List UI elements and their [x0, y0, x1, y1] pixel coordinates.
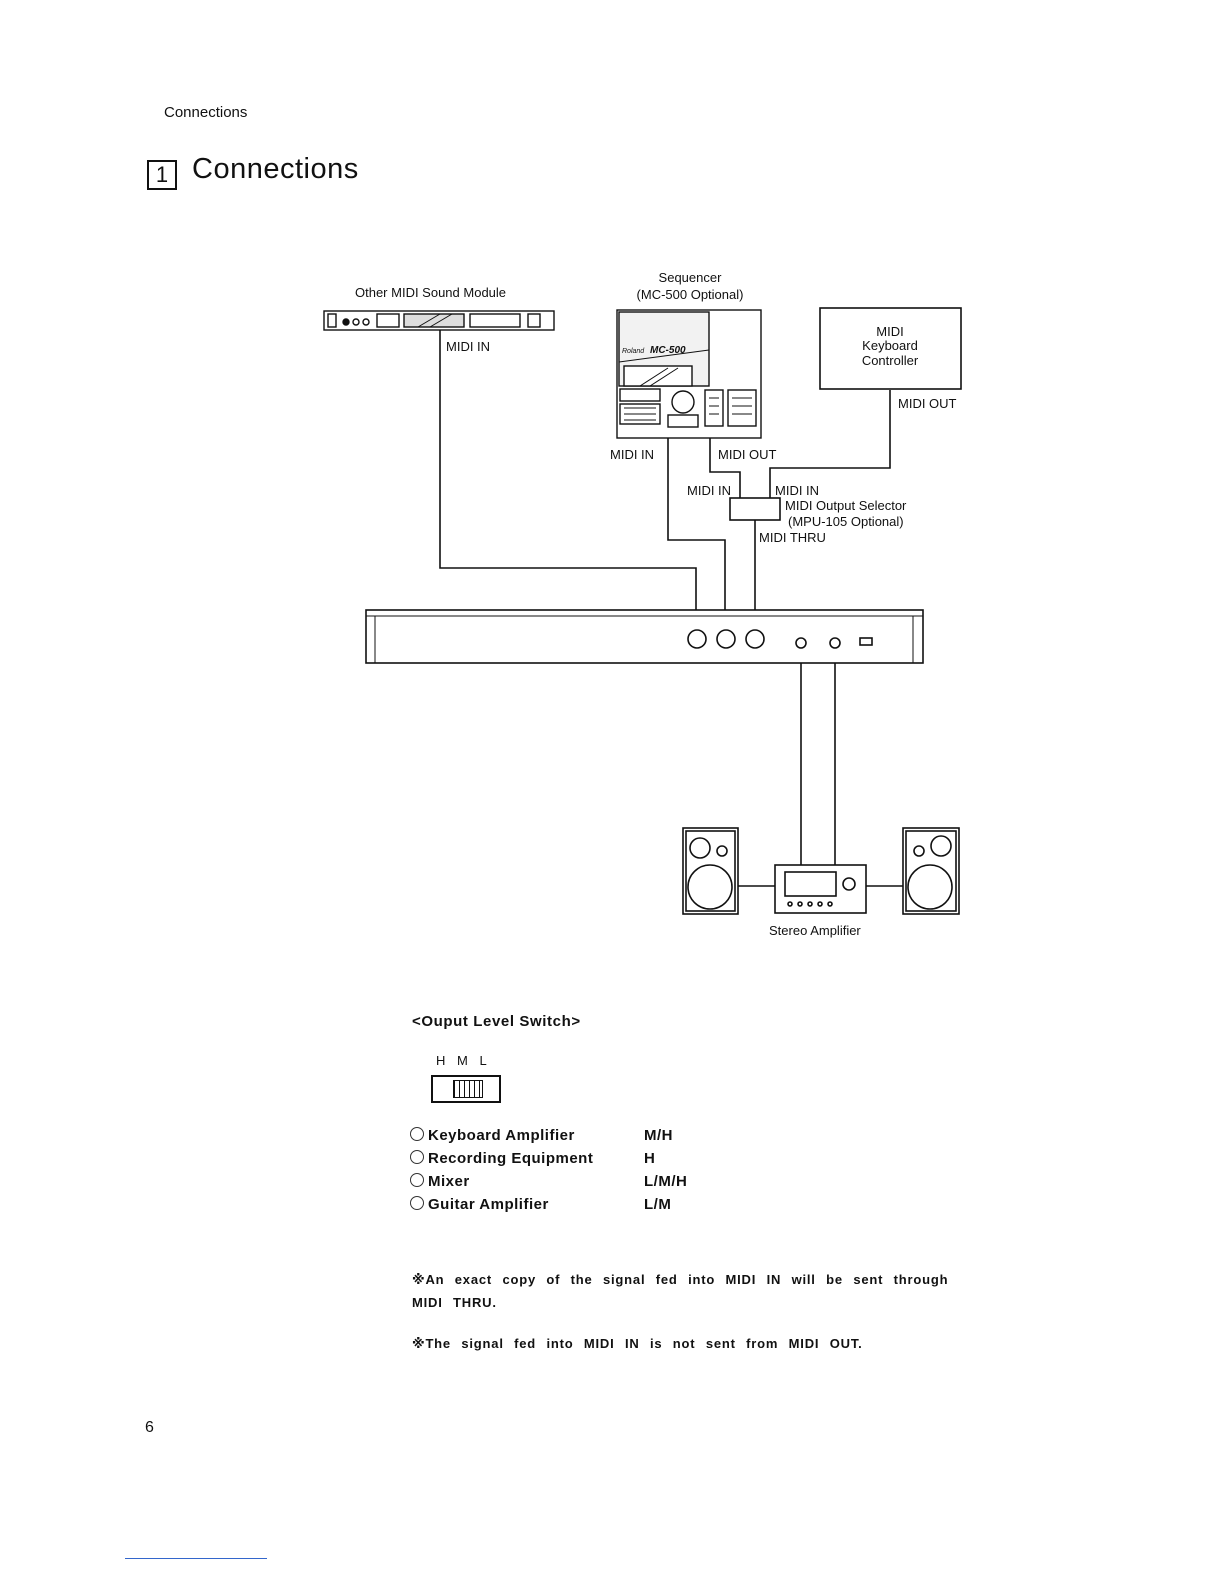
sequencer-brand: Roland [622, 348, 645, 355]
list-item: Recording Equipment H [410, 1150, 655, 1173]
rear-panel [365, 609, 924, 664]
speaker-right-icon [902, 827, 960, 915]
level-setting: L/M [644, 1196, 672, 1213]
selector-midi-in-left-label: MIDI IN [687, 483, 731, 498]
page-number: 6 [145, 1419, 154, 1436]
keyboard-midi-out-label: MIDI OUT [898, 396, 957, 411]
level-setting: M/H [644, 1127, 673, 1144]
midi-thru-jack-icon [687, 629, 707, 649]
midi-output-selector-box [729, 497, 781, 521]
running-header: Connections [164, 104, 248, 121]
equipment-name: Keyboard Amplifier [428, 1127, 575, 1144]
circle-bullet-icon [410, 1196, 424, 1210]
section-number-box: 1 [147, 160, 177, 190]
sound-module-midi-in-label: MIDI IN [446, 339, 490, 354]
circle-bullet-icon [410, 1127, 424, 1141]
note-midi-thru: ※An exact copy of the signal fed into MI… [412, 1272, 949, 1310]
speaker-left-icon [682, 827, 739, 915]
selector-model-label: (MPU-105 Optional) [788, 514, 904, 529]
selector-midi-in-right-label: MIDI IN [775, 483, 819, 498]
equipment-name: Recording Equipment [428, 1150, 594, 1167]
cable-sequencer-midi-out [709, 438, 741, 498]
selector-name-label: MIDI Output Selector [785, 498, 907, 513]
output-level-switch-icon [431, 1075, 501, 1103]
cable-module-to-midi-in [439, 330, 697, 625]
note-midi-out: ※The signal fed into MIDI IN is not sent… [412, 1336, 863, 1351]
equipment-name: Mixer [428, 1173, 470, 1190]
stereo-amplifier-icon [774, 864, 867, 914]
output-jack-right-icon [829, 637, 841, 649]
list-item: Keyboard Amplifier M/H [410, 1127, 673, 1150]
sequencer-sublabel: (MC-500 Optional) [637, 287, 744, 302]
cable-sequencer-midi-in [667, 438, 726, 625]
keyboard-controller-line1: MIDI [876, 324, 903, 339]
selector-midi-thru-label: MIDI THRU [759, 530, 826, 545]
sequencer-label: Sequencer [659, 270, 723, 285]
keyboard-controller-box [819, 307, 962, 390]
sound-module [323, 310, 555, 331]
sound-module-label: Other MIDI Sound Module [355, 285, 506, 300]
connection-diagram: Other MIDI Sound Module MIDI IN Sequence… [323, 270, 962, 938]
level-recommendation-list: Keyboard Amplifier M/H Recording Equipme… [410, 1127, 687, 1219]
output-jack-left-icon [795, 637, 807, 649]
sequencer-midi-in-label: MIDI IN [610, 447, 654, 462]
midi-out-jack-icon [716, 629, 736, 649]
sequencer-device [616, 309, 762, 439]
switch-position-letters: H M L [436, 1053, 487, 1068]
level-setting: L/M/H [644, 1173, 688, 1190]
list-item: Mixer L/M/H [410, 1173, 687, 1196]
output-level-switch-title: <Ouput Level Switch> [412, 1013, 581, 1030]
midi-in-jack-icon [745, 629, 765, 649]
level-switch-icon [859, 637, 873, 646]
stereo-amplifier-label: Stereo Amplifier [769, 923, 861, 938]
list-item: Guitar Amplifier L/M [410, 1196, 671, 1219]
equipment-name: Guitar Amplifier [428, 1196, 549, 1213]
circle-bullet-icon [410, 1150, 424, 1164]
sequencer-model: MC-500 [650, 345, 686, 356]
section-title: Connections [192, 153, 359, 185]
sequencer-midi-out-label: MIDI OUT [718, 447, 777, 462]
footer-rule [125, 1558, 267, 1559]
keyboard-controller-line2: Keyboard [862, 338, 918, 353]
switch-knob-icon [453, 1080, 483, 1098]
circle-bullet-icon [410, 1173, 424, 1187]
level-setting: H [644, 1150, 656, 1167]
cable-keyboard-midi-out [769, 390, 891, 498]
keyboard-controller-line3: Controller [862, 353, 919, 368]
